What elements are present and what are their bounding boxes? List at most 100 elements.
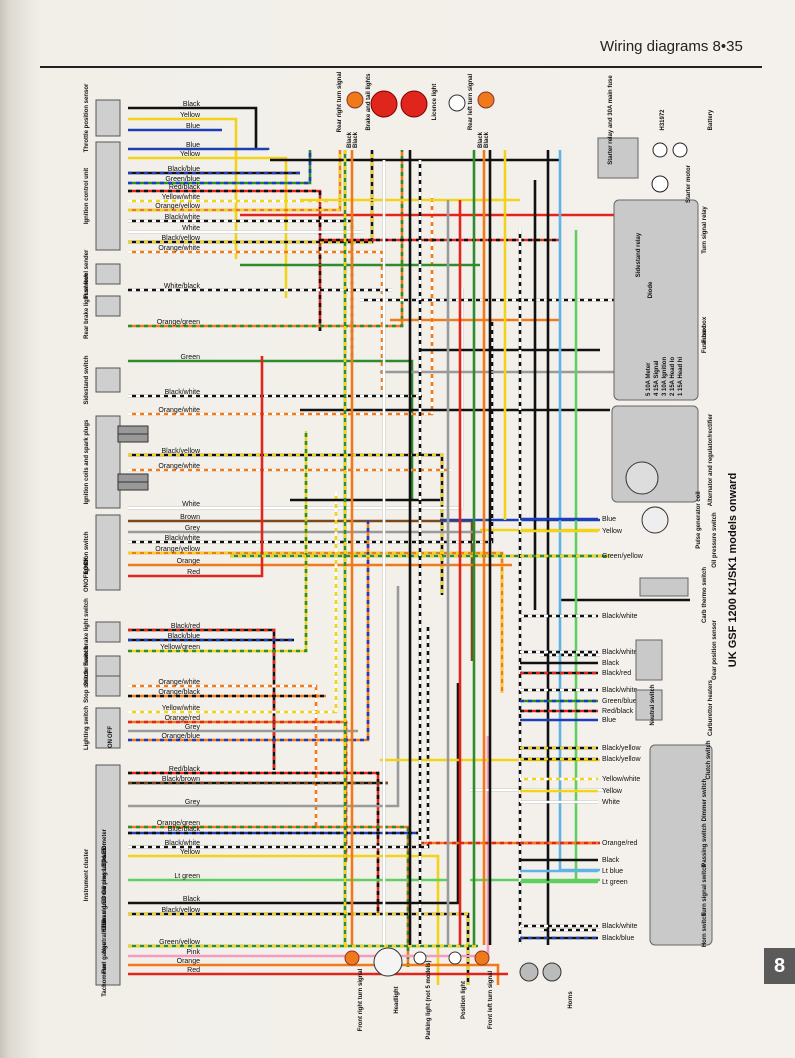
top-component-label: Rear left turn signal <box>468 73 474 130</box>
right-wire-label: Black/blue <box>602 935 634 942</box>
left-wire-2 <box>128 117 238 259</box>
left-wire-14-tracer <box>128 250 384 392</box>
left-wire-label: Green/yellow <box>159 939 201 946</box>
horn-symbol <box>519 962 539 982</box>
left-wire-7 <box>128 150 312 185</box>
left-wire-20 <box>128 453 444 595</box>
right-wire-label: Yellow <box>602 528 623 535</box>
left-wire-label: Orange/yellow <box>155 203 201 210</box>
right-wire-label: Black/yellow <box>602 745 641 752</box>
right-component-label: Sidestand relay <box>636 232 642 277</box>
left-wire-label: Black/red <box>171 623 200 630</box>
left-wire-label: Red/black <box>169 184 201 191</box>
right-wire-label: Orange/red <box>602 840 638 847</box>
top-component-label: Licence light <box>432 84 438 121</box>
left-wire-label: Orange/blue <box>161 733 200 740</box>
left-wire-label: White/black <box>164 283 201 290</box>
starter-relay-box <box>597 137 639 179</box>
right-component-label: Carb thermo switch <box>702 567 708 623</box>
right-component-label: Battery <box>708 109 714 130</box>
right-wire-label: Black/white <box>602 613 638 620</box>
left-wire-38-tracer <box>128 771 380 913</box>
neutral-switch-box <box>635 689 663 721</box>
left-wire-17 <box>128 359 414 501</box>
instrument-label: Oil pressure LED <box>102 845 108 894</box>
turn-signal-wire-label: Black <box>353 131 359 148</box>
left-connector-4 <box>95 295 121 317</box>
small-bulb <box>448 951 462 965</box>
right-component-label: Turn signal relay <box>702 206 708 254</box>
left-wire-label: Brown <box>180 514 200 521</box>
left-connector-8 <box>95 621 121 643</box>
left-wire-29-tracer <box>128 628 276 770</box>
left-wire-label: Lt green <box>174 873 200 880</box>
bottom-component-label: Front left turn signal <box>488 971 494 1030</box>
left-wire-19-tracer <box>128 194 434 416</box>
ignition-switch-position: OFF <box>84 571 90 583</box>
bottom-component-label: Front right turn signal <box>358 968 364 1031</box>
ignition-coil <box>117 433 149 443</box>
left-component-label: Ignition switch <box>84 531 90 573</box>
right-component-label: Starter relay and 30A main fuse <box>608 75 614 165</box>
left-wire-label: Black <box>183 896 201 903</box>
left-wire-label: Black/white <box>165 214 201 221</box>
left-connector-10 <box>95 675 121 697</box>
left-wire-50 <box>128 963 500 985</box>
right-wire-label: Blue <box>602 717 616 724</box>
bottom-component-label: Headlight <box>394 986 400 1013</box>
left-connector-2 <box>95 141 121 251</box>
left-wire-label: Grey <box>185 724 201 731</box>
instrument-label: Tachometer <box>102 963 108 997</box>
left-wire-label: Yellow/white <box>162 194 200 201</box>
left-component-label: Starter switch <box>84 646 90 686</box>
left-component-label: Instrument cluster <box>84 848 90 901</box>
left-wire-label: Black/yellow <box>161 448 200 455</box>
left-wire-19 <box>128 194 434 416</box>
right-component-label: Alternator and regulator/rectifier <box>708 413 714 506</box>
left-wire-label: Black/brown <box>162 776 200 783</box>
lighting-switch-position: OFF <box>108 726 114 738</box>
bottom-component-label: Position light <box>461 981 467 1019</box>
header-title: Wiring diagrams <box>600 38 709 55</box>
left-component-label: Sidestand switch <box>84 355 90 404</box>
horn-symbol <box>542 962 562 982</box>
top-component-label: Brake and tail lights <box>366 73 372 131</box>
right-wire-label: Red/black <box>602 708 634 715</box>
left-wire-44 <box>128 854 440 985</box>
left-connector-3 <box>95 263 121 285</box>
left-connector-12 <box>95 764 121 986</box>
left-wire-7-tracer <box>128 150 312 185</box>
instrument-label: Speedometer <box>102 828 108 867</box>
left-connector-7 <box>95 514 121 591</box>
right-wire-label: Lt green <box>602 879 628 886</box>
left-wire-label: Orange/yellow <box>155 546 201 553</box>
right-component-label: Diode <box>648 281 654 298</box>
battery-positive-terminal <box>652 142 668 158</box>
left-wire-31-tracer <box>128 431 308 653</box>
instrument-label: Neutral LED <box>102 918 108 953</box>
header-page-number: 8•35 <box>712 38 743 55</box>
left-component-label: Ignition coils and spark plugs <box>84 419 90 504</box>
fuse-label: 2 15A Head lo <box>670 357 676 396</box>
left-component-label: Lighting switch <box>84 706 90 750</box>
left-wire-25-tracer <box>128 322 494 544</box>
left-wire-label: White <box>182 225 200 232</box>
left-wire-1 <box>128 106 258 150</box>
left-wire-label: Yellow <box>180 151 201 158</box>
left-wire-22 <box>128 288 464 510</box>
left-wire-46 <box>128 683 460 905</box>
right-wire-label: Green/blue <box>602 698 637 705</box>
left-component-label: Rear brake light switch <box>84 273 90 339</box>
instrument-label: Hi beam LED <box>102 895 108 933</box>
left-wire-label: Red/black <box>169 766 201 773</box>
left-component-label: Stop switch <box>84 669 90 703</box>
left-component-label: Ignition control unit <box>84 168 90 224</box>
turn-signal-wire-label: Black <box>347 131 353 148</box>
diagram-title: UK GSF 1200 K1/SK1 models onward <box>727 473 739 667</box>
right-component-label: Gear position sensor <box>712 619 718 680</box>
pulse-generator-coil-symbol <box>641 506 669 534</box>
left-wire-47-tracer <box>128 912 470 985</box>
left-wire-34-tracer <box>128 492 338 714</box>
right-wire-label: Black/yellow <box>602 756 641 763</box>
